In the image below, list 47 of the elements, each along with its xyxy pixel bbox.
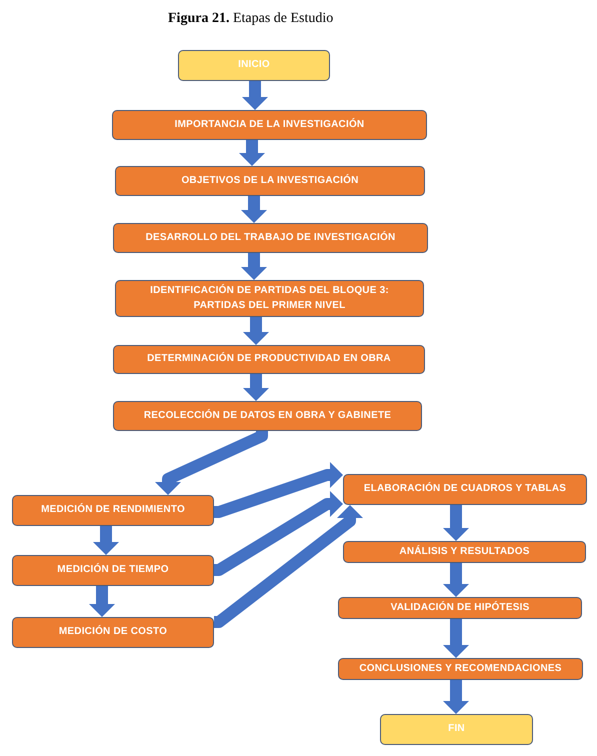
process-box xyxy=(113,345,425,374)
block-arrow xyxy=(443,680,469,714)
step-label: ANÁLISIS Y RESULTADOS xyxy=(399,544,530,559)
process-box xyxy=(12,495,214,526)
step-label: INICIO xyxy=(238,58,270,72)
step-label: MEDICIÓN DE RENDIMIENTO xyxy=(41,503,185,518)
block-arrow xyxy=(213,462,343,518)
figure-title: Figura 21. Etapas de Estudio xyxy=(168,11,334,27)
process-box xyxy=(343,474,587,505)
block-arrow xyxy=(443,619,469,658)
step-label: OBJETIVOS DE LA INVESTIGACIÓN xyxy=(181,174,359,188)
block-arrow xyxy=(243,317,269,345)
terminal-box xyxy=(178,50,330,81)
step-label: MEDICIÓN DE COSTO xyxy=(58,625,168,640)
terminal-box xyxy=(380,714,533,745)
step-label: FIN xyxy=(448,722,465,736)
block-arrow xyxy=(443,505,469,541)
step-label: DESARROLLO DEL TRABAJO DE INVESTIGACIÓN xyxy=(146,230,396,245)
process-box xyxy=(12,617,214,648)
step-label: DETERMINACIÓN DE PRODUCTIVIDAD EN OBRA xyxy=(147,352,391,366)
block-arrow xyxy=(213,491,343,576)
step-label: IDENTIFICACIÓN DE PARTIDAS DEL BLOQUE 3: PARTIDAS DEL PRIMER NIVEL xyxy=(149,284,390,312)
process-box xyxy=(115,280,424,317)
step-label: ELABORACIÓN DE CUADROS Y TABLAS xyxy=(364,482,566,496)
block-arrow xyxy=(443,563,469,597)
step-label: CONCLUSIONES Y RECOMENDACIONES xyxy=(359,662,562,676)
process-box xyxy=(115,166,425,196)
block-arrow xyxy=(242,81,268,110)
block-arrow xyxy=(155,430,268,495)
step-label: IMPORTANCIA DE LA INVESTIGACIÓN xyxy=(174,118,364,132)
block-arrow xyxy=(89,586,115,617)
step-label: RECOLECCIÓN DE DATOS EN OBRA Y GABINETE xyxy=(144,408,392,423)
process-box xyxy=(338,658,583,680)
block-arrow xyxy=(239,140,265,166)
process-box xyxy=(113,401,422,431)
step-label: VALIDACIÓN DE HIPÓTESIS xyxy=(390,600,530,615)
block-arrow xyxy=(213,505,363,628)
block-arrow xyxy=(243,374,269,401)
process-box xyxy=(12,555,214,586)
block-arrow xyxy=(241,253,267,280)
block-arrow xyxy=(93,526,119,555)
process-box xyxy=(113,223,428,253)
process-box xyxy=(343,541,586,563)
step-label: MEDICIÓN DE TIEMPO xyxy=(57,563,169,578)
process-box xyxy=(338,597,582,619)
block-arrow xyxy=(241,196,267,223)
process-box xyxy=(112,110,427,140)
